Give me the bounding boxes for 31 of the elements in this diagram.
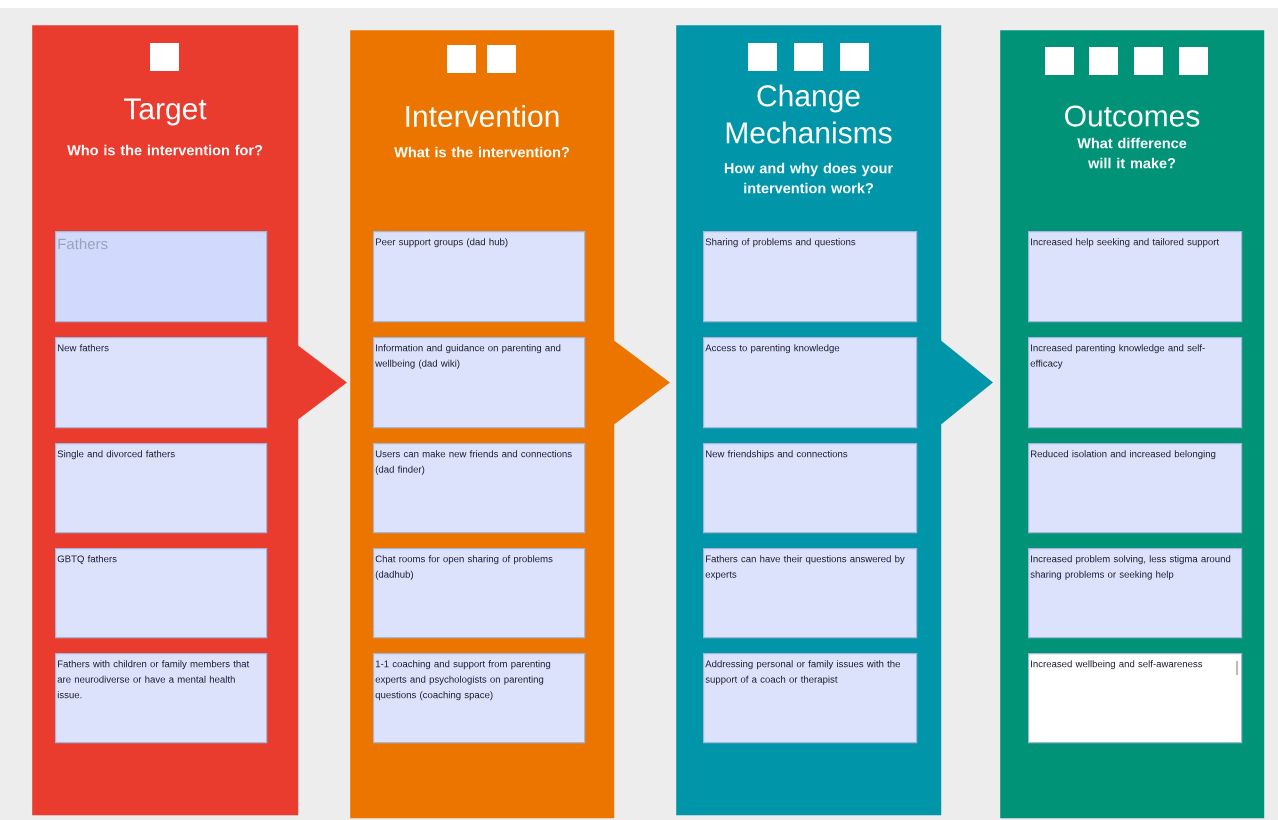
text-card: Chat rooms for open sharing of problems (dadhub) bbox=[373, 548, 586, 639]
text-card: GBTQ fathers bbox=[55, 548, 268, 639]
text-card: Sharing of problems and questions bbox=[703, 231, 918, 323]
text-card: Users can make new friends and connections (dad finder) bbox=[373, 443, 586, 534]
column-subtitle: What is the intervention? bbox=[394, 146, 569, 158]
text-card: Addressing personal or family issues with the support of a coach or therapist bbox=[703, 653, 918, 744]
column-subtitle: Who is the intervention for? bbox=[67, 144, 263, 156]
chevron-arrow bbox=[297, 345, 347, 420]
text-card: Increased wellbeing and self-awareness bbox=[1028, 653, 1243, 744]
column-subtitle: What difference will it make? bbox=[1077, 137, 1187, 169]
text-card: Peer support groups (dad hub) bbox=[373, 231, 586, 323]
text-card: Single and divorced fathers bbox=[55, 443, 268, 534]
column-title: Target bbox=[124, 98, 207, 126]
column-subtitle: How and why does your intervention work? bbox=[724, 162, 893, 194]
column-title: Change Mechanisms bbox=[726, 84, 892, 144]
text-card: Fathers with children or family members that are neurodiverse or have a mental health issue. bbox=[55, 653, 268, 744]
column-title: Outcomes bbox=[1065, 105, 1200, 127]
text-card: New fathers bbox=[55, 337, 268, 429]
text-card: 1-1 coaching and support from parenting experts and psychologists on parenting questions (coaching space) bbox=[373, 653, 586, 744]
text-card: Increased help seeking and tailored support bbox=[1028, 231, 1243, 323]
column-title: Intervention bbox=[406, 105, 559, 128]
text-card: Fathers can have their questions answered by experts bbox=[703, 548, 918, 639]
chevron-arrow bbox=[940, 340, 993, 425]
chevron-arrow bbox=[613, 340, 670, 425]
text-card: New friendships and connections bbox=[703, 443, 918, 534]
text-card: Reduced isolation and increased belonging bbox=[1028, 443, 1243, 534]
text-card: Information and guidance on parenting and wellbeing (dad wiki) bbox=[373, 337, 586, 429]
text-card: Access to parenting knowledge bbox=[703, 337, 918, 429]
text-card: Increased parenting knowledge and self-efficacy bbox=[1028, 337, 1243, 429]
text-card: Increased problem solving, less stigma around sharing problems or seeking help bbox=[1028, 548, 1243, 639]
text-card: Fathers bbox=[55, 231, 268, 323]
